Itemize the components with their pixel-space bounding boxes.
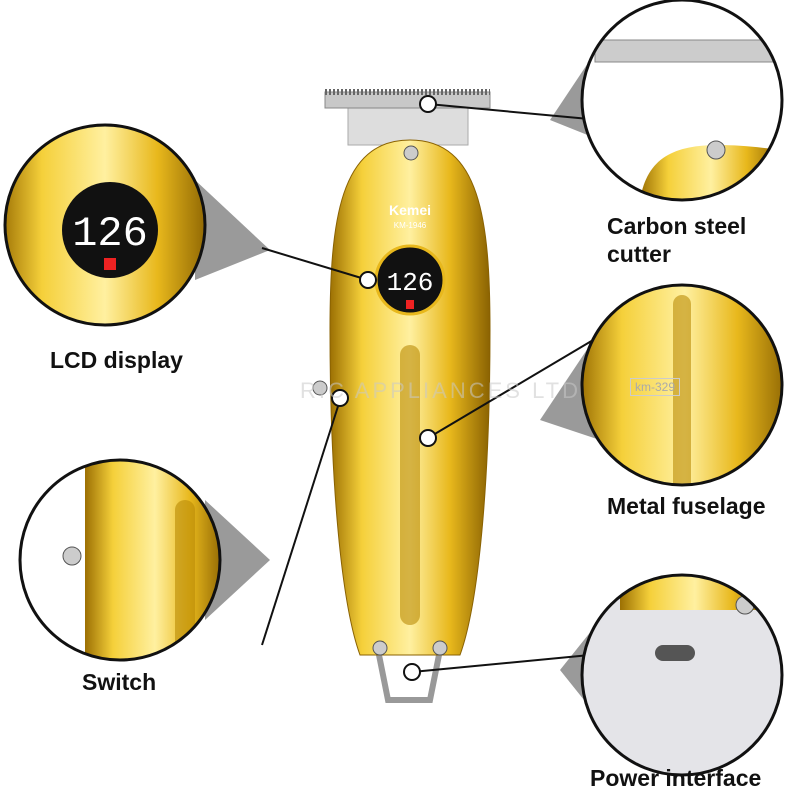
label-switch: Switch [82, 669, 157, 695]
zoom-circle-outlines [3, 0, 784, 777]
zoom-switch [20, 460, 220, 660]
zoom-fuselage [582, 285, 782, 485]
label-metal-fuselage: Metal fuselage [607, 493, 766, 519]
blade [324, 89, 491, 146]
watermark: RIC APPLIANCES LTD [300, 378, 581, 403]
zoom-power [582, 575, 782, 775]
clipper-body: 126 Kemei KM-1946 [312, 139, 491, 703]
label-lcd-display: LCD display [50, 347, 183, 373]
brand-logo: Kemei [389, 202, 431, 218]
leader-lines [261, 95, 611, 681]
zoom-cutter [582, 0, 782, 200]
zoom-lcd-reading: 126 [72, 210, 148, 258]
lcd-reading: 126 [387, 268, 434, 298]
zoom-lcd: 126 [5, 125, 205, 325]
model-number: KM-1946 [394, 221, 427, 230]
watermark-badge: km-329 [630, 378, 681, 396]
label-carbon-steel-cutter: Carbon steel cutter [607, 213, 747, 267]
label-power-interface: Power interface [590, 765, 762, 791]
